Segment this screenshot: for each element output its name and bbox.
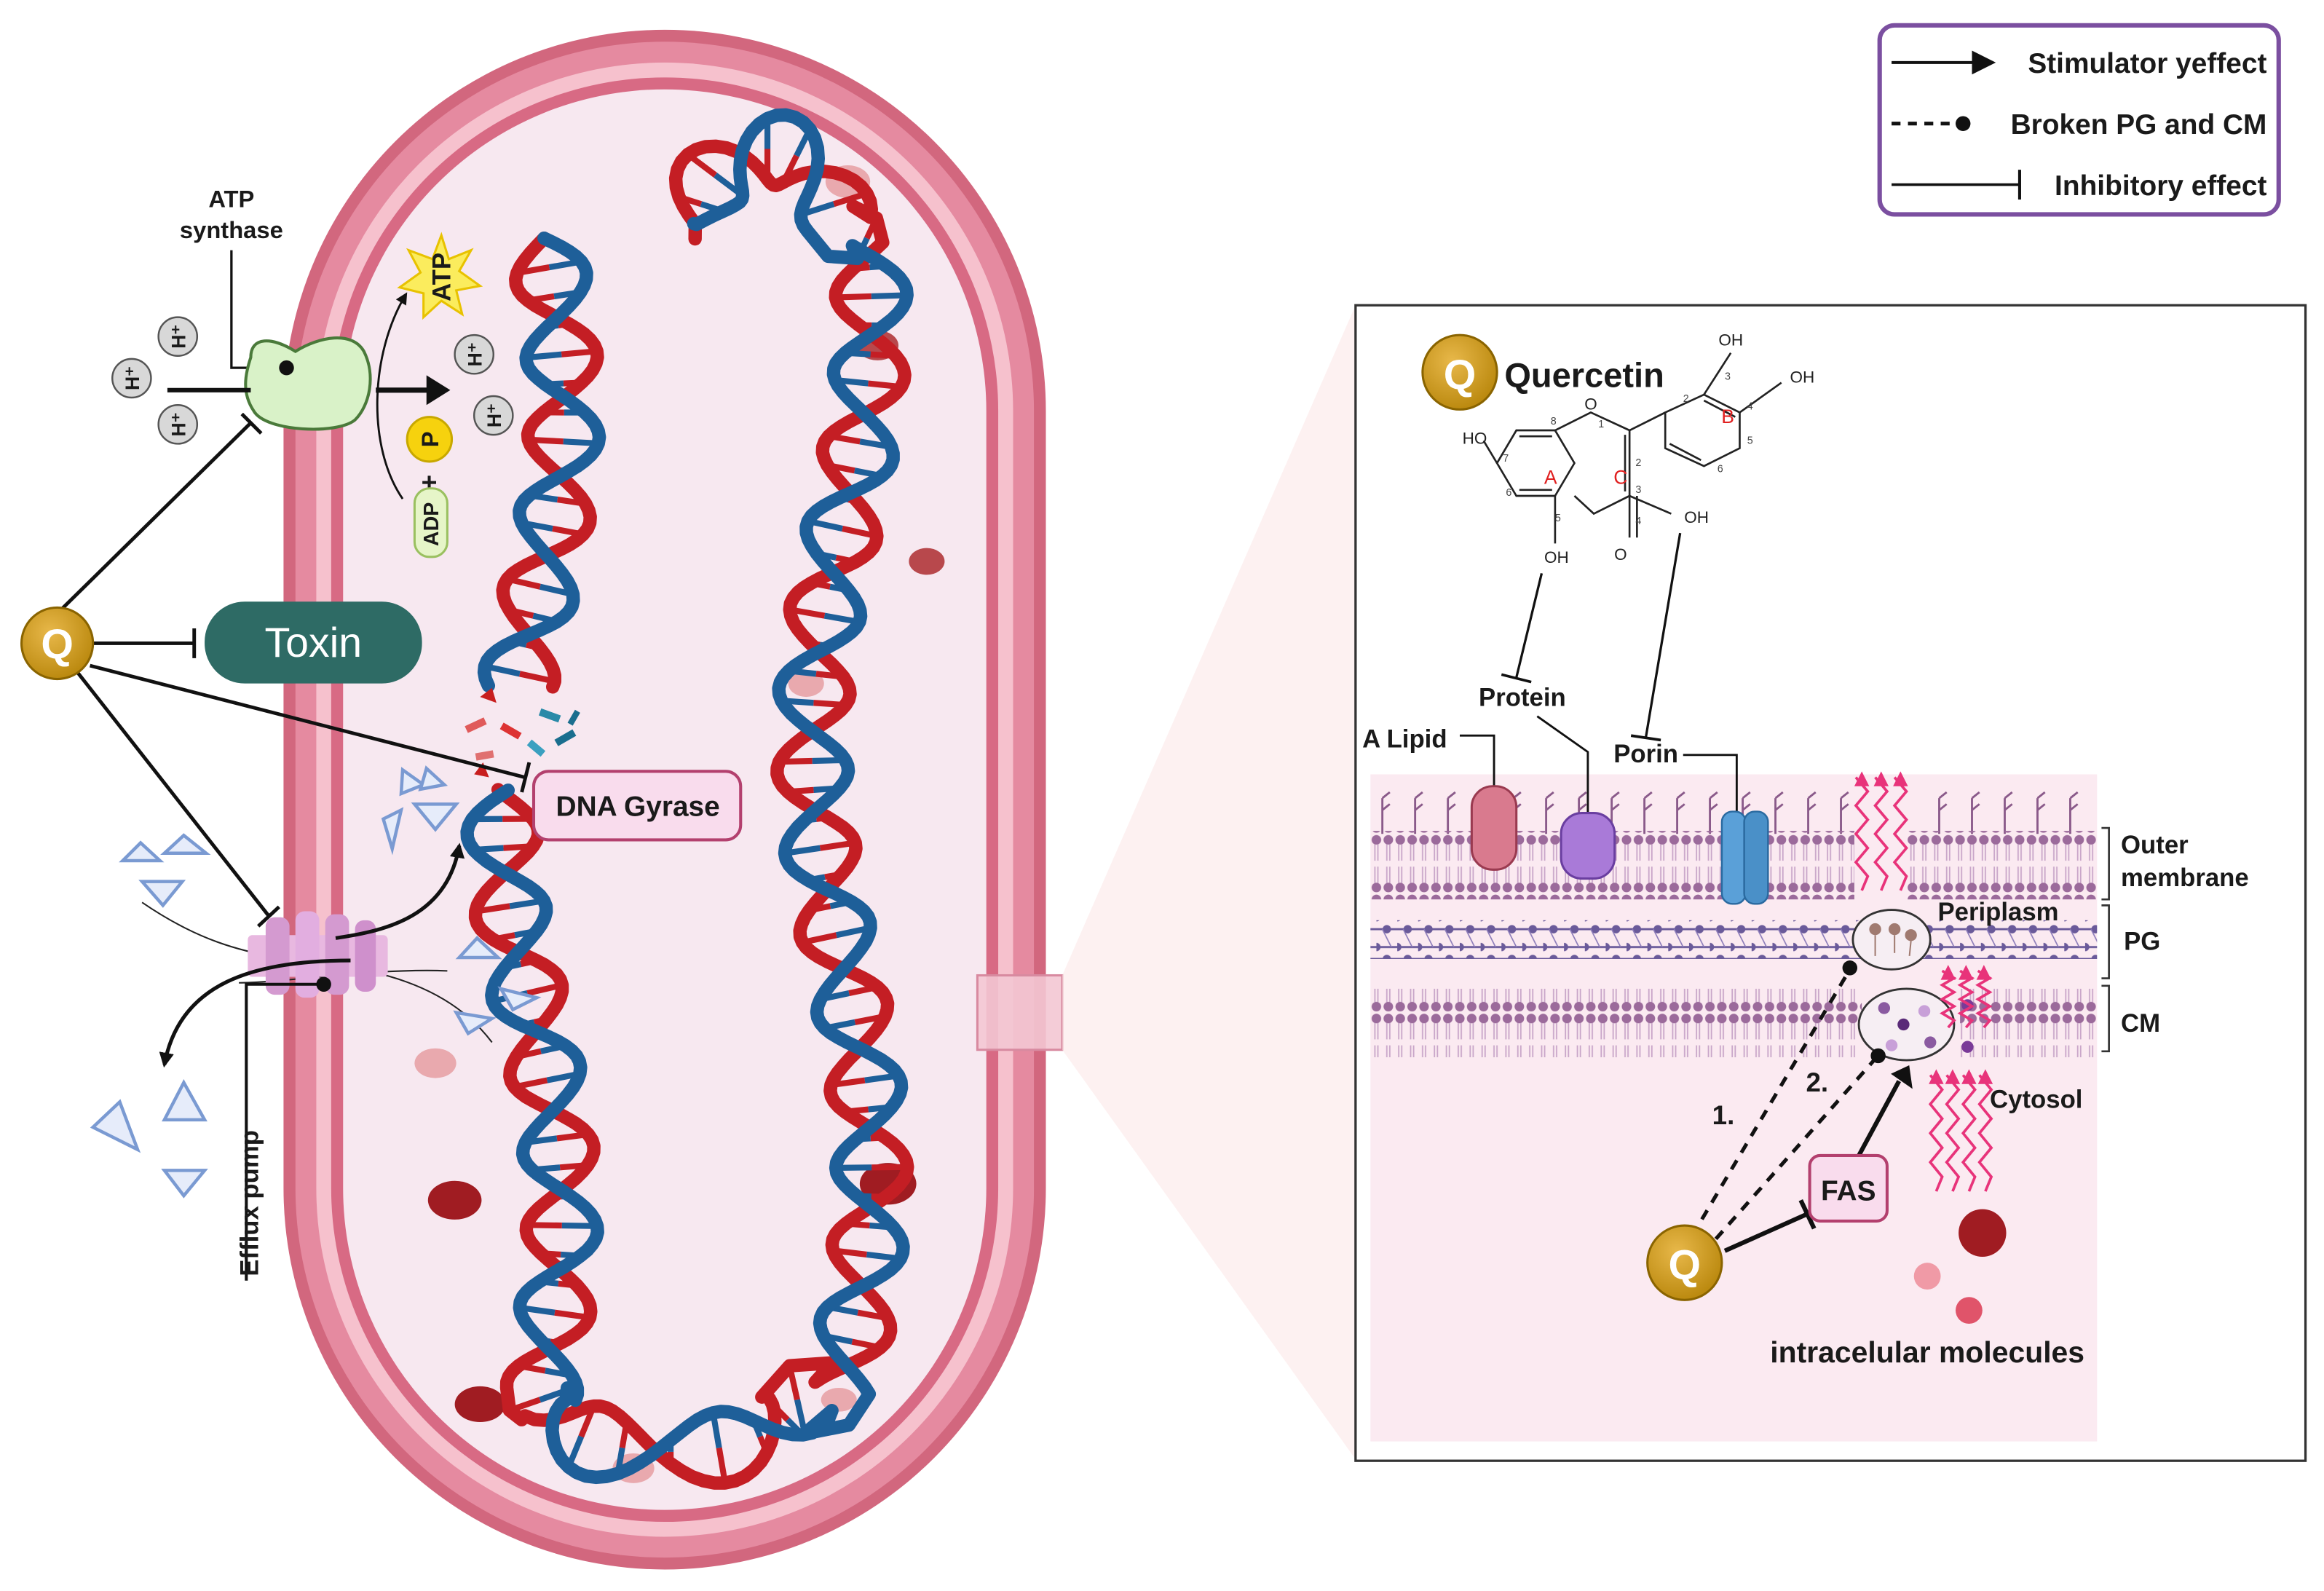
cytosol-label: Cytosol	[1990, 1086, 2082, 1114]
membrane-protein	[1561, 813, 1615, 879]
intracellular-molecules-label: intracelular molecules	[1770, 1335, 2084, 1369]
triangle-molecule-icon	[142, 882, 182, 906]
periplasm-label: Periplasm	[1937, 899, 2058, 926]
molecule-dot	[1959, 1209, 2006, 1257]
legend-dot-icon	[1956, 117, 1970, 131]
outer-membrane-label-line1: Outer	[2121, 832, 2189, 859]
position-number: 6	[1718, 463, 1723, 475]
position-number: 8	[1551, 416, 1557, 427]
molecule-dot	[1956, 1297, 1983, 1324]
quercetin-q-label: Q	[1444, 352, 1477, 398]
step-2-label: 2.	[1806, 1067, 1828, 1097]
atom-oh: OH	[1684, 508, 1709, 526]
lipid-a-protein	[1471, 786, 1516, 870]
legend: Stimulator yeffect Broken PG and CM Inhi…	[1880, 25, 2279, 215]
triangle-molecule-icon	[93, 1102, 138, 1149]
legend-stimulator-label: Stimulator yeffect	[2028, 48, 2266, 79]
position-number: 2	[1635, 457, 1641, 469]
legend-broken-label: Broken PG and CM	[2011, 109, 2267, 141]
zoom-panel: Q Quercetin OH OH OH OH HO	[1356, 305, 2306, 1461]
position-number: 3	[1635, 484, 1641, 496]
broken-pg-dot	[1843, 960, 1857, 975]
atp-label: ATP	[428, 253, 456, 301]
phosphate-label: P	[416, 431, 443, 447]
outer-membrane-label-line2: membrane	[2121, 864, 2249, 892]
proton-label: H⁺	[483, 403, 505, 427]
atom-oh: OH	[1718, 331, 1743, 349]
position-number: 6	[1506, 487, 1511, 499]
adp-label: ADP	[420, 502, 443, 546]
granule	[428, 1181, 482, 1220]
quercetin-q-label: Q	[41, 621, 74, 668]
atp-synthase-dot	[279, 360, 293, 375]
position-number: 4	[1635, 516, 1641, 527]
broken-cm-dot	[1870, 1049, 1885, 1063]
ring-c-label: C	[1613, 467, 1627, 489]
pg-label: PG	[2124, 928, 2160, 956]
position-number: 3	[1725, 371, 1731, 382]
outer-membrane-right	[1907, 831, 2098, 899]
atom-o: O	[1614, 545, 1627, 564]
step-1-label: 1.	[1712, 1100, 1735, 1130]
legend-inhibitory-label: Inhibitory effect	[2055, 170, 2266, 202]
quercetin-title: Quercetin	[1504, 356, 1664, 395]
zoom-region-marker	[977, 975, 1062, 1049]
position-number: 5	[1747, 435, 1753, 446]
quercetin-q-label: Q	[1669, 1242, 1702, 1289]
efflux-pump-dot	[316, 977, 331, 992]
proton-label: H⁺	[167, 325, 189, 349]
molecule-dot	[1914, 1263, 1941, 1290]
porin-subunit	[1744, 812, 1768, 904]
triangle-molecule-icon	[165, 1083, 205, 1120]
atp-synthase-label-line1: ATP	[208, 185, 254, 212]
efflux-pump-label: Efflux pump	[237, 1130, 264, 1276]
porin-subunit	[1722, 812, 1746, 904]
zoom-cone	[1062, 305, 1356, 1459]
triangle-molecule-icon	[123, 842, 160, 861]
dna-gyrase-label: DNA Gyrase	[556, 791, 720, 823]
atom-o: O	[1584, 395, 1597, 413]
triangle-molecule-icon	[165, 835, 206, 853]
position-number: 4	[1747, 400, 1753, 412]
proton-label: H⁺	[167, 412, 189, 436]
fas-label: FAS	[1821, 1175, 1876, 1207]
toxin-label: Toxin	[265, 620, 363, 666]
triangle-molecule-icon	[165, 1170, 205, 1196]
cm-label: CM	[2121, 1010, 2160, 1038]
position-number: 2	[1683, 393, 1689, 405]
ring-b-label: B	[1721, 406, 1734, 427]
cytoplasmic-membrane-left	[1370, 989, 1862, 1057]
atp-synthase	[245, 338, 370, 429]
atom-ho: HO	[1463, 429, 1487, 447]
granule	[909, 548, 944, 575]
granule	[455, 1386, 506, 1422]
porin-label: Porin	[1613, 741, 1678, 768]
position-number: 1	[1598, 419, 1604, 430]
atp-synthase-label-line2: synthase	[180, 216, 283, 243]
dna-gyrase-group: DNA Gyrase	[534, 771, 740, 840]
toxin-group: Toxin	[205, 601, 422, 683]
granule	[414, 1049, 456, 1078]
ring-a-label: A	[1544, 467, 1557, 489]
atom-oh: OH	[1790, 368, 1814, 387]
broken-pg-pore	[1853, 910, 1930, 970]
position-number: 5	[1555, 513, 1561, 524]
proton-label: H⁺	[122, 366, 143, 390]
position-number: 7	[1503, 453, 1509, 465]
q-inhibits-efflux-pump-line	[78, 673, 269, 915]
protein-label: Protein	[1479, 684, 1566, 711]
atom-oh: OH	[1544, 548, 1569, 566]
proton-label: H⁺	[464, 342, 486, 366]
q-inhibits-atp-synthase-line	[58, 423, 251, 614]
a-lipid-label: A Lipid	[1362, 726, 1447, 754]
